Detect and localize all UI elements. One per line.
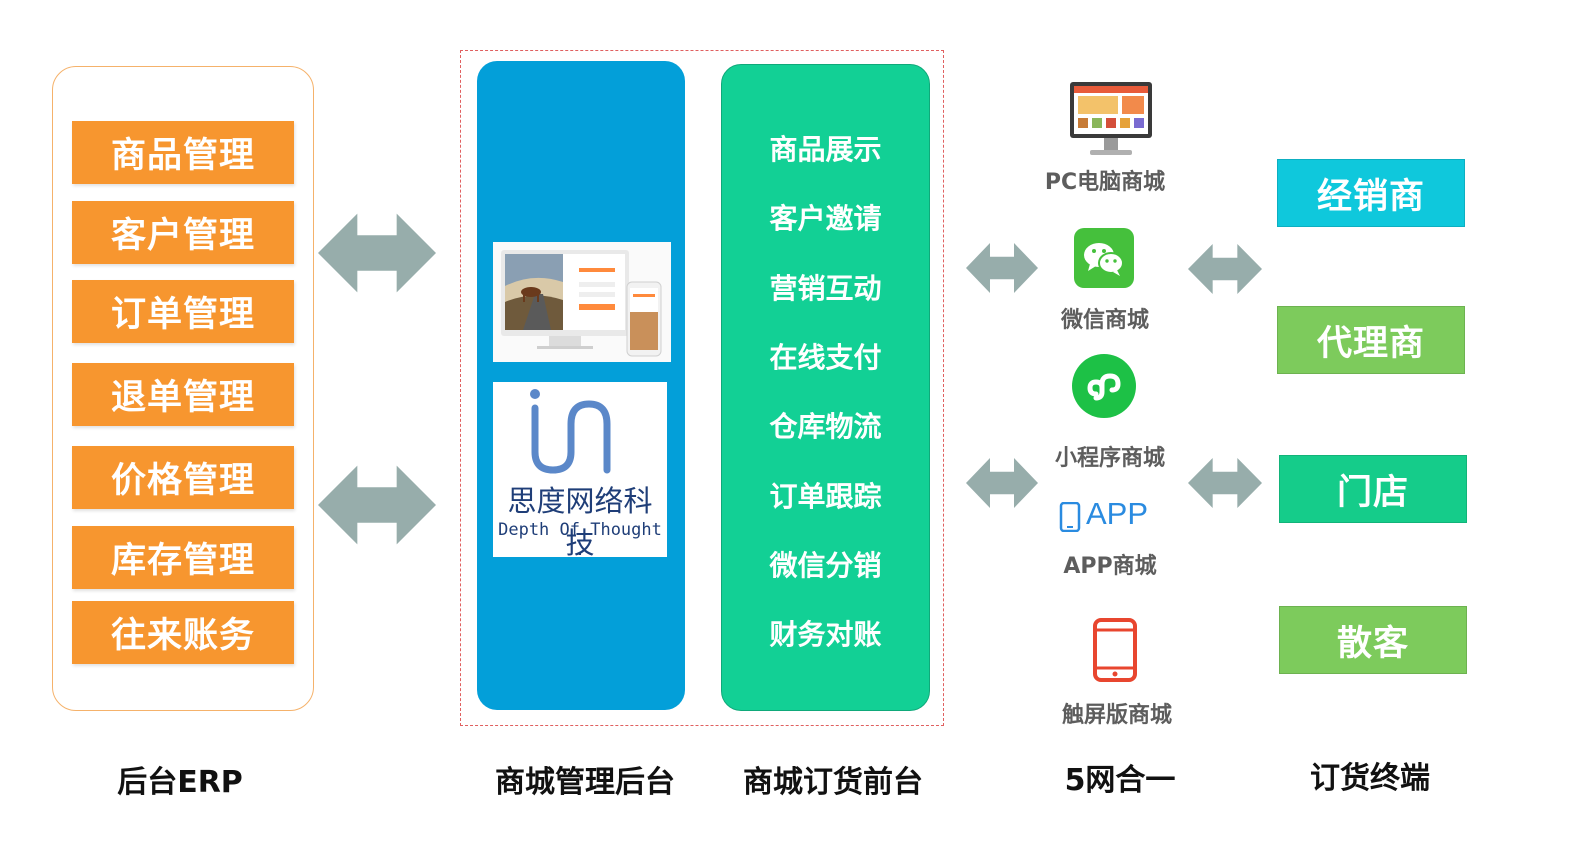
front-item[interactable]: 客户邀请 [769,202,882,235]
double-arrow-icon [318,213,436,293]
erp-item[interactable]: 往来账务 [72,601,294,664]
front-item[interactable]: 仓库物流 [769,410,882,443]
wechat-icon[interactable] [1074,228,1134,288]
terminal-store[interactable]: 门店 [1279,455,1467,523]
admin-caption: 商城管理后台 [495,765,675,800]
double-arrow-icon [966,458,1038,508]
front-item[interactable]: 财务对账 [769,618,882,651]
terminal-distributor[interactable]: 经销商 [1277,159,1465,227]
front-item[interactable]: 商品展示 [769,133,882,166]
front-item[interactable]: 营销互动 [769,272,882,305]
touch-mall-label: 触屏版商城 [1061,703,1172,728]
terminals-caption: 订货终端 [1310,761,1430,796]
terminal-agent[interactable]: 代理商 [1277,306,1465,374]
erp-item[interactable]: 商品管理 [72,121,294,184]
double-arrow-icon [1188,458,1262,508]
erp-panel [52,66,314,711]
erp-item[interactable]: 订单管理 [72,280,294,343]
front-caption: 商城订货前台 [743,765,923,800]
erp-caption: 后台ERP [117,765,243,800]
logo-mark-icon [530,389,611,474]
logo-english-text: Depth Of Thought . [498,520,662,560]
double-arrow-icon [966,243,1038,293]
mini-program-icon[interactable] [1072,354,1136,418]
front-panel [721,64,930,711]
app-logo-text: APP [1086,496,1149,531]
company-logo: 思度网络科技 Depth Of Thought . [493,382,667,560]
erp-item[interactable]: 退单管理 [72,363,294,426]
front-item[interactable]: 在线支付 [769,341,882,374]
terminal-retail[interactable]: 散客 [1279,606,1467,674]
erp-item[interactable]: 库存管理 [72,526,294,589]
app-mall-label: APP商城 [1063,554,1157,579]
phone-icon [1059,502,1081,532]
double-arrow-icon [1188,244,1262,294]
erp-item[interactable]: 价格管理 [72,446,294,509]
pc-mall-label: PC电脑商城 [1044,170,1166,195]
tablet-icon[interactable] [1092,618,1138,682]
front-item[interactable]: 订单跟踪 [769,480,882,513]
mini-program-mall-label: 小程序商城 [1054,446,1165,471]
mall-group-frame [460,50,944,726]
front-item[interactable]: 微信分销 [769,549,882,582]
device-mockup-image [493,242,671,362]
logo-chinese-text: 思度网络科技 [507,484,653,560]
monitor-icon [1070,82,1152,155]
double-arrow-icon [318,465,436,545]
wechat-mall-label: 微信商城 [1060,308,1149,333]
channels-caption: 5网合一 [1064,763,1176,798]
erp-item[interactable]: 客户管理 [72,201,294,264]
